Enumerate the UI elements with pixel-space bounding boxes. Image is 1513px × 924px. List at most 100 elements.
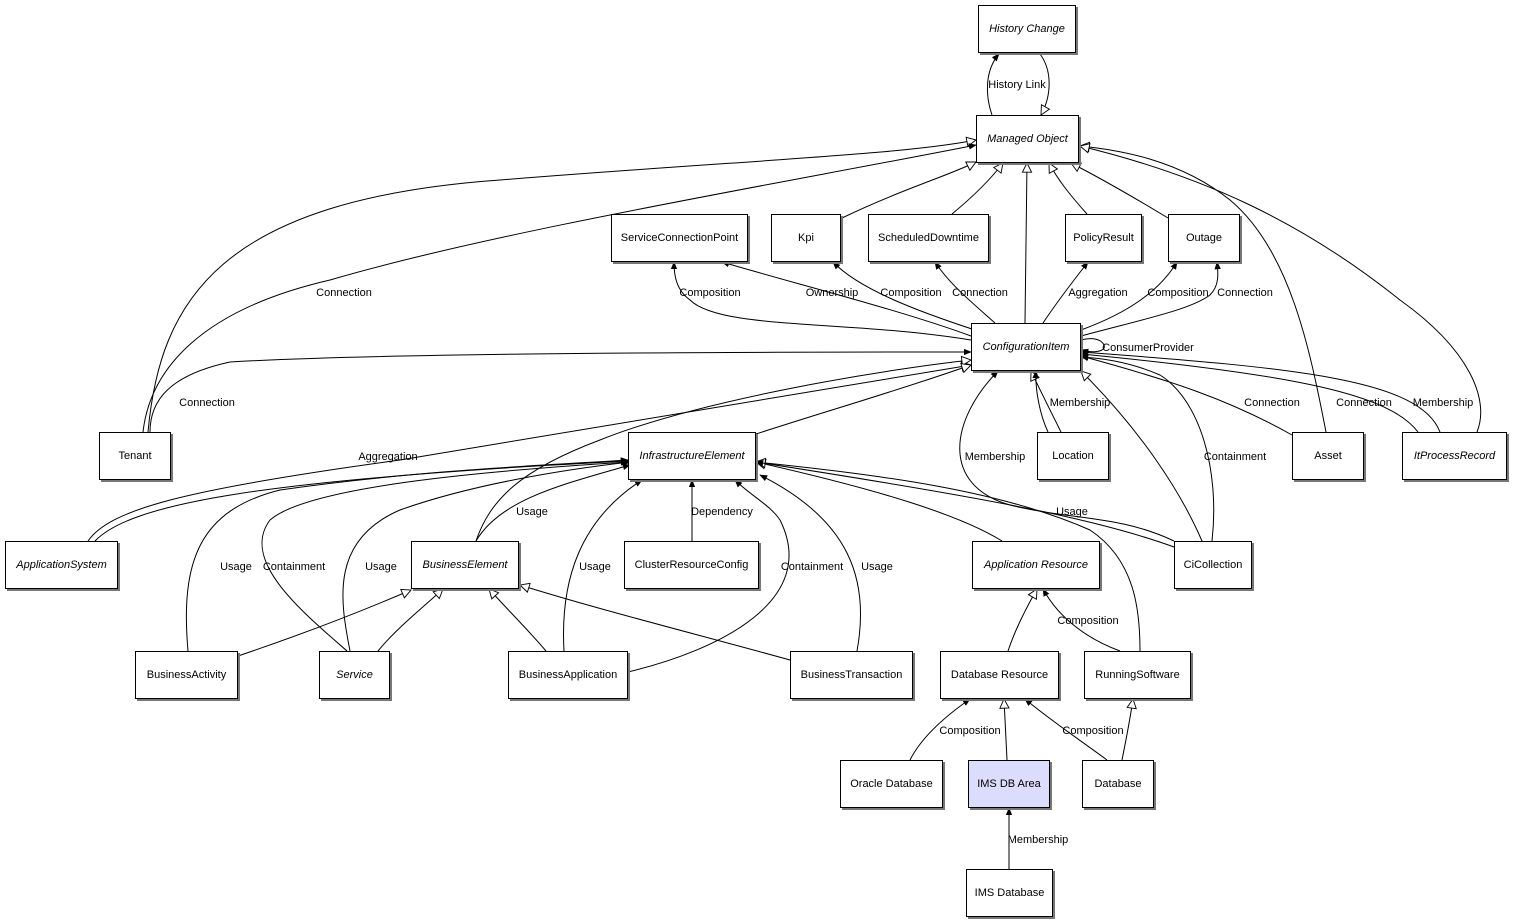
edge-label-composition: Composition — [679, 287, 740, 299]
edge-label-composition: Composition — [1147, 287, 1208, 299]
association-edge-configuration_item-to-scheduled_downtime — [934, 261, 996, 324]
node-application-resource[interactable]: Application Resource — [972, 541, 1100, 589]
inheritance-edge-tenant-to-managed_object — [147, 140, 976, 433]
node-database-resource[interactable]: Database Resource — [940, 651, 1059, 699]
inheritance-edge-kpi-to-managed_object — [841, 162, 976, 219]
inheritance-edge-business_activity-to-business_element — [237, 590, 411, 657]
inheritance-edge-ci_collection-to-configuration_item — [1081, 371, 1203, 542]
inheritance-edge-business_element-to-configuration_item — [475, 360, 971, 542]
node-ims-database[interactable]: IMS Database — [966, 869, 1053, 917]
association-edge-tenant-to-managed_object — [142, 143, 977, 433]
edge-label-containment: Containment — [1204, 451, 1266, 463]
node-database[interactable]: Database — [1082, 760, 1154, 808]
association-edge-ci_collection-to-configuration_item — [1080, 354, 1215, 542]
association-edge-ci_collection-to-infrastructure_element — [755, 459, 1175, 548]
edge-label-membership: Membership — [965, 451, 1026, 463]
node-outage[interactable]: Outage — [1168, 214, 1240, 262]
inheritance-edge-business_application-to-business_element — [489, 589, 547, 652]
edge-label-membership: Membership — [1050, 397, 1111, 409]
node-managed-object[interactable]: Managed Object — [976, 115, 1079, 163]
inheritance-edge-database_resource-to-application_resource — [1007, 589, 1037, 652]
edge-label-aggregation: Aggregation — [358, 451, 417, 463]
inheritance-edge-ims_db_area-to-database_resource — [1004, 699, 1007, 761]
node-application-system[interactable]: ApplicationSystem — [5, 541, 118, 589]
edge-label-usage: Usage — [861, 561, 893, 573]
edge-label-membership: Membership — [1413, 397, 1474, 409]
association-edge-configuration_item-to-kpi — [832, 261, 976, 331]
edge-label-composition: Composition — [939, 725, 1000, 737]
node-business-element[interactable]: BusinessElement — [411, 541, 519, 589]
node-location[interactable]: Location — [1037, 432, 1109, 480]
association-edge-it_process_record-to-configuration_item — [1080, 349, 1441, 433]
node-business-transaction[interactable]: BusinessTransaction — [790, 651, 913, 699]
inheritance-edge-asset-to-managed_object — [1080, 146, 1327, 433]
node-history-change[interactable]: History Change — [978, 5, 1076, 53]
node-running-software[interactable]: RunningSoftware — [1084, 651, 1191, 699]
association-edge-business_transaction-to-infrastructure_element — [759, 474, 862, 652]
edge-label-usage: Usage — [579, 561, 611, 573]
edge-label-aggregation: Aggregation — [1068, 287, 1127, 299]
association-edge-tenant-to-configuration_item — [149, 348, 972, 433]
node-configuration-item[interactable]: ConfigurationItem — [971, 323, 1081, 371]
node-infrastructure-element[interactable]: InfrastructureElement — [628, 432, 756, 480]
edge-label-ownership: Ownership — [806, 287, 859, 299]
association-edge-configuration_item-to-configuration_item — [1080, 338, 1105, 355]
edge-label-usage: Usage — [1056, 506, 1088, 518]
edge-label-connection: Connection — [1244, 397, 1300, 409]
association-edge-managed_object-to-history_change — [986, 53, 1000, 116]
inheritance-edge-application_resource-to-infrastructure_element — [756, 462, 1003, 542]
edge-label-containment: Containment — [781, 561, 843, 573]
node-service[interactable]: Service — [319, 651, 390, 699]
association-edge-business_application-to-infrastructure_element — [563, 479, 643, 652]
association-edge-oracle_database-to-database_resource — [909, 698, 971, 761]
edge-label-consumerprovider: ConsumerProvider — [1102, 342, 1194, 354]
edge-label-usage: Usage — [365, 561, 397, 573]
inheritance-edge-configuration_item-to-managed_object — [1025, 163, 1027, 324]
edge-label-usage: Usage — [220, 561, 252, 573]
edge-label-composition: Composition — [1062, 725, 1123, 737]
node-kpi[interactable]: Kpi — [771, 214, 841, 262]
edge-label-connection: Connection — [952, 287, 1008, 299]
node-oracle-database[interactable]: Oracle Database — [840, 760, 943, 808]
node-service-connection-point[interactable]: ServiceConnectionPoint — [611, 214, 748, 262]
association-edge-configuration_item-to-outage — [1080, 261, 1178, 331]
edge-label-usage: Usage — [516, 506, 548, 518]
edge-label-containment: Containment — [263, 561, 325, 573]
node-asset[interactable]: Asset — [1292, 432, 1364, 480]
node-cluster-resource-config[interactable]: ClusterResourceConfig — [624, 541, 759, 589]
association-edge-infrastructure_element-to-business_application — [627, 479, 790, 673]
node-tenant[interactable]: Tenant — [99, 432, 171, 480]
node-it-process-record[interactable]: ItProcessRecord — [1402, 432, 1507, 480]
inheritance-edge-history_change-to-managed_object — [1039, 53, 1049, 115]
edge-label-composition: Composition — [1057, 615, 1118, 627]
association-edge-business_activity-to-infrastructure_element — [185, 457, 629, 652]
inheritance-edge-running_software-to-infrastructure_element — [756, 462, 1141, 652]
node-business-activity[interactable]: BusinessActivity — [135, 651, 238, 699]
association-edge-service-to-infrastructure_element — [342, 459, 631, 652]
inheritance-edge-scheduled_downtime-to-managed_object — [951, 163, 1003, 215]
inheritance-edge-infrastructure_element-to-configuration_item — [755, 365, 971, 435]
inheritance-edge-service-to-business_element — [377, 589, 443, 652]
inheritance-edge-database-to-running_software — [1121, 699, 1133, 761]
edge-label-connection: Connection — [316, 287, 372, 299]
association-edge-configuration_item-to-service_connection_point — [721, 260, 972, 337]
node-policy-result[interactable]: PolicyResult — [1065, 214, 1142, 262]
edge-label-connection: Connection — [1336, 397, 1392, 409]
node-ci-collection[interactable]: CiCollection — [1174, 541, 1252, 589]
inheritance-edge-it_process_record-to-managed_object — [1080, 146, 1482, 433]
node-business-application[interactable]: BusinessApplication — [508, 651, 628, 699]
inheritance-edge-outage-to-managed_object — [1071, 163, 1169, 219]
node-scheduled-downtime[interactable]: ScheduledDowntime — [868, 214, 989, 262]
association-edge-it_process_record-to-configuration_item — [1080, 351, 1419, 433]
node-ims-db-area[interactable]: IMS DB Area — [968, 760, 1050, 808]
association-edge-configuration_item-to-policy_result — [1042, 261, 1089, 324]
association-edge-asset-to-configuration_item — [1080, 354, 1293, 436]
edge-label-history link: History Link — [988, 79, 1046, 91]
edge-label-membership: Membership — [1008, 834, 1069, 846]
association-edge-running_software-to-application_resource — [1042, 588, 1121, 652]
association-edge-business_element-to-infrastructure_element — [475, 463, 631, 542]
association-edge-configuration_item-to-service_connection_point — [670, 261, 972, 341]
association-edge-service-to-infrastructure_element — [261, 459, 629, 652]
